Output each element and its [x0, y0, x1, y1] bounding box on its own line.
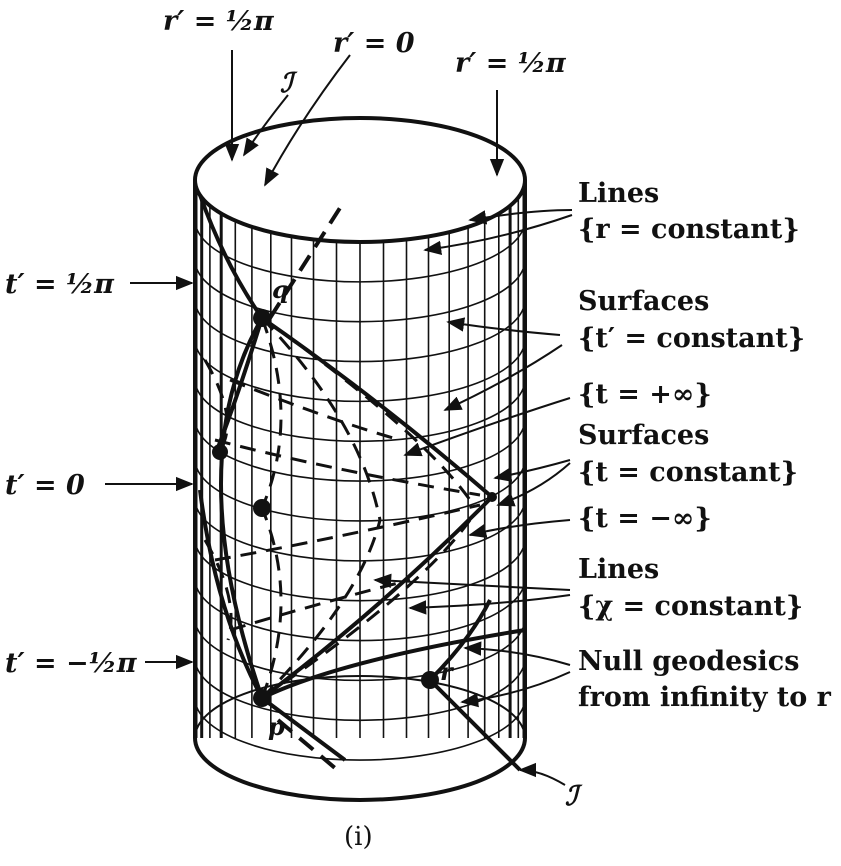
grid-ring — [194, 259, 526, 323]
point-label-r: r — [440, 657, 455, 686]
grid-ring — [194, 299, 526, 363]
arrow-rprime-zero — [264, 54, 351, 187]
point-label-p: p — [268, 712, 285, 741]
legend-surfaces-t-expr: {t = constant} — [578, 457, 798, 488]
scri-plus-left-null-line — [198, 194, 264, 320]
lower-left-null-line — [198, 489, 264, 699]
arrow-surfaces-tprime-2 — [443, 344, 563, 411]
label-tprime-half-pi: t′ = ½π — [5, 269, 115, 300]
dashed-surface-line — [260, 507, 283, 699]
bottom-rim-back — [194, 675, 526, 739]
point-label-q: q — [272, 275, 289, 304]
boundary-curves — [198, 194, 526, 772]
null-geodesic-r-lower — [428, 678, 522, 772]
point-p — [253, 689, 271, 707]
dashed-surface-line — [261, 316, 472, 501]
label-tprime-minus-half-pi: t′ = −½π — [5, 648, 138, 679]
arrow-scri-top — [243, 94, 289, 157]
grid-ring — [194, 658, 526, 722]
arrow-t-minus-inf — [468, 519, 571, 539]
point-center — [253, 499, 271, 517]
legend-lines-chi-expr: {χ = constant} — [578, 591, 803, 622]
grid-ring — [194, 458, 526, 522]
arrow-lines-r-2 — [423, 214, 573, 255]
dashed-surface-line — [261, 519, 472, 700]
legend-t-plus-infinity: {t = +∞} — [578, 379, 712, 410]
t-minus-infinity-curve — [260, 495, 494, 700]
bottom-rim-front — [193, 737, 527, 802]
dashed-surface-line — [260, 519, 382, 700]
grid-ring — [194, 578, 526, 642]
dashed-surface-line — [214, 438, 481, 497]
point-q — [253, 309, 271, 327]
figure-caption: (i) — [344, 822, 373, 852]
legend-null-geodesics-line2: from infinity to r — [578, 682, 832, 713]
legend-lines-r-title: Lines — [578, 178, 659, 209]
arrow-null-geo-1 — [463, 641, 571, 666]
legend-surfaces-tprime-title: Surfaces — [578, 286, 709, 317]
legend-surfaces-t-title: Surfaces — [578, 420, 709, 451]
arrow-lines-chi-1 — [373, 573, 571, 591]
cylinder-grid — [194, 188, 526, 761]
dashed-surface-line — [214, 503, 481, 562]
arrow-lines-chi-2 — [408, 594, 571, 615]
label-rprime-right: r′ = ½π — [455, 48, 567, 79]
arrow-surfaces-t-1 — [493, 459, 571, 482]
grid-ring — [194, 618, 526, 682]
legend-lines-r-expr: {r = constant} — [578, 214, 800, 245]
arrow-null-geo-2 — [460, 671, 571, 708]
label-arrows — [105, 50, 573, 786]
arrow-surfaces-t-2 — [496, 462, 571, 507]
null-geodesic-r-upper — [428, 599, 492, 682]
label-tprime-zero: t′ = 0 — [5, 470, 85, 501]
label-rprime-left: r′ = ½π — [163, 6, 275, 37]
dashed-surface-line — [229, 378, 401, 442]
t-plus-infinity-curve — [260, 316, 494, 499]
left-boundary-curve — [219, 317, 264, 699]
grid-ring — [194, 219, 526, 283]
dashed-geodesic-q — [268, 198, 347, 320]
point-r — [421, 671, 439, 689]
grid-ring — [194, 339, 526, 403]
point-right — [487, 492, 497, 502]
arrow-surfaces-tprime-1 — [446, 317, 561, 336]
points — [212, 309, 497, 707]
legend-lines-chi-title: Lines — [578, 554, 659, 585]
lower-back-null-line — [261, 628, 526, 700]
scri-minus-front-line — [260, 696, 347, 762]
grid-ring — [194, 698, 526, 761]
top-rim — [193, 116, 527, 244]
dashed-surface-line — [260, 317, 283, 509]
scri-bottom-symbol: ℐ — [565, 781, 583, 812]
left-upper-curve — [213, 317, 264, 456]
arrow-lines-r-1 — [468, 209, 573, 225]
legend-t-minus-infinity: {t = −∞} — [578, 503, 712, 534]
label-rprime-zero: r′ = 0 — [333, 28, 415, 59]
legend-null-geodesics-line1: Null geodesics — [578, 646, 799, 677]
arrow-scri-bottom — [518, 762, 566, 786]
dashed-geodesic-p — [276, 718, 337, 770]
grid-ring — [194, 379, 526, 443]
cylinder-outline — [193, 116, 527, 802]
legend-surfaces-tprime-expr: {t′ = constant} — [578, 323, 805, 354]
point-left — [212, 444, 228, 460]
arrow-t-plus-inf — [403, 397, 571, 457]
scri-top-symbol: ℐ — [280, 68, 298, 99]
dashed-surface-line — [260, 316, 382, 521]
